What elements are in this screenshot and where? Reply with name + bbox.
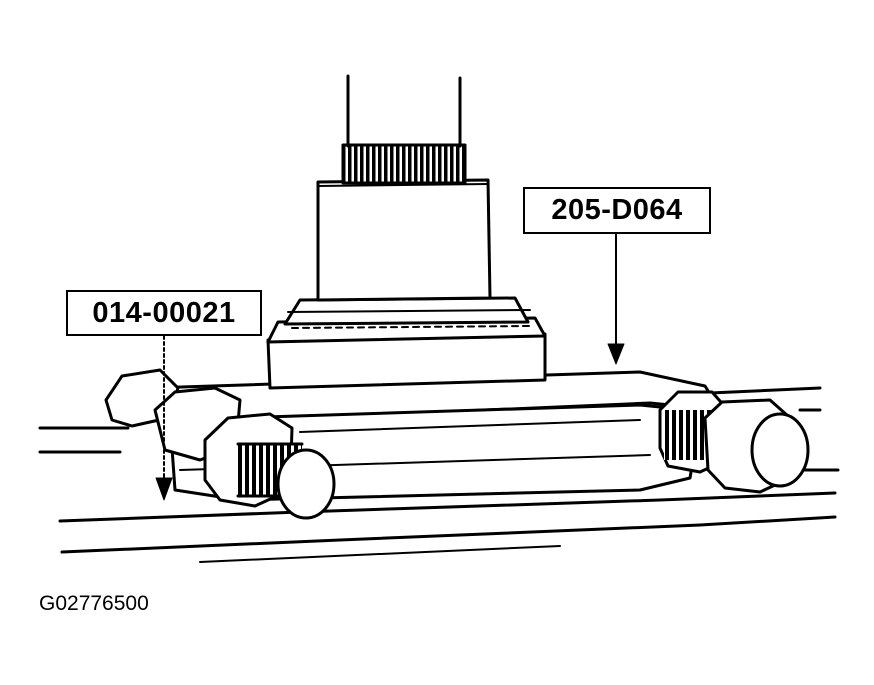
left-nut-assembly — [104, 368, 336, 520]
bearing-ring — [266, 296, 547, 390]
tool-callout-014-00021: 014-00021 — [66, 290, 262, 336]
right-nut-assembly — [658, 390, 810, 494]
tool-callout-label: 205-D064 — [551, 194, 683, 226]
tool-callout-label: 014-00021 — [92, 296, 236, 329]
rail-lines — [38, 386, 840, 563]
tool-body — [316, 178, 492, 302]
tool-callout-205-D064: 205-D064 — [523, 187, 711, 234]
leader-left — [155, 335, 173, 501]
figure-id: G02776500 — [39, 592, 149, 615]
knurled-nut — [341, 143, 467, 185]
shaft — [346, 74, 462, 148]
leader-right — [607, 233, 625, 365]
